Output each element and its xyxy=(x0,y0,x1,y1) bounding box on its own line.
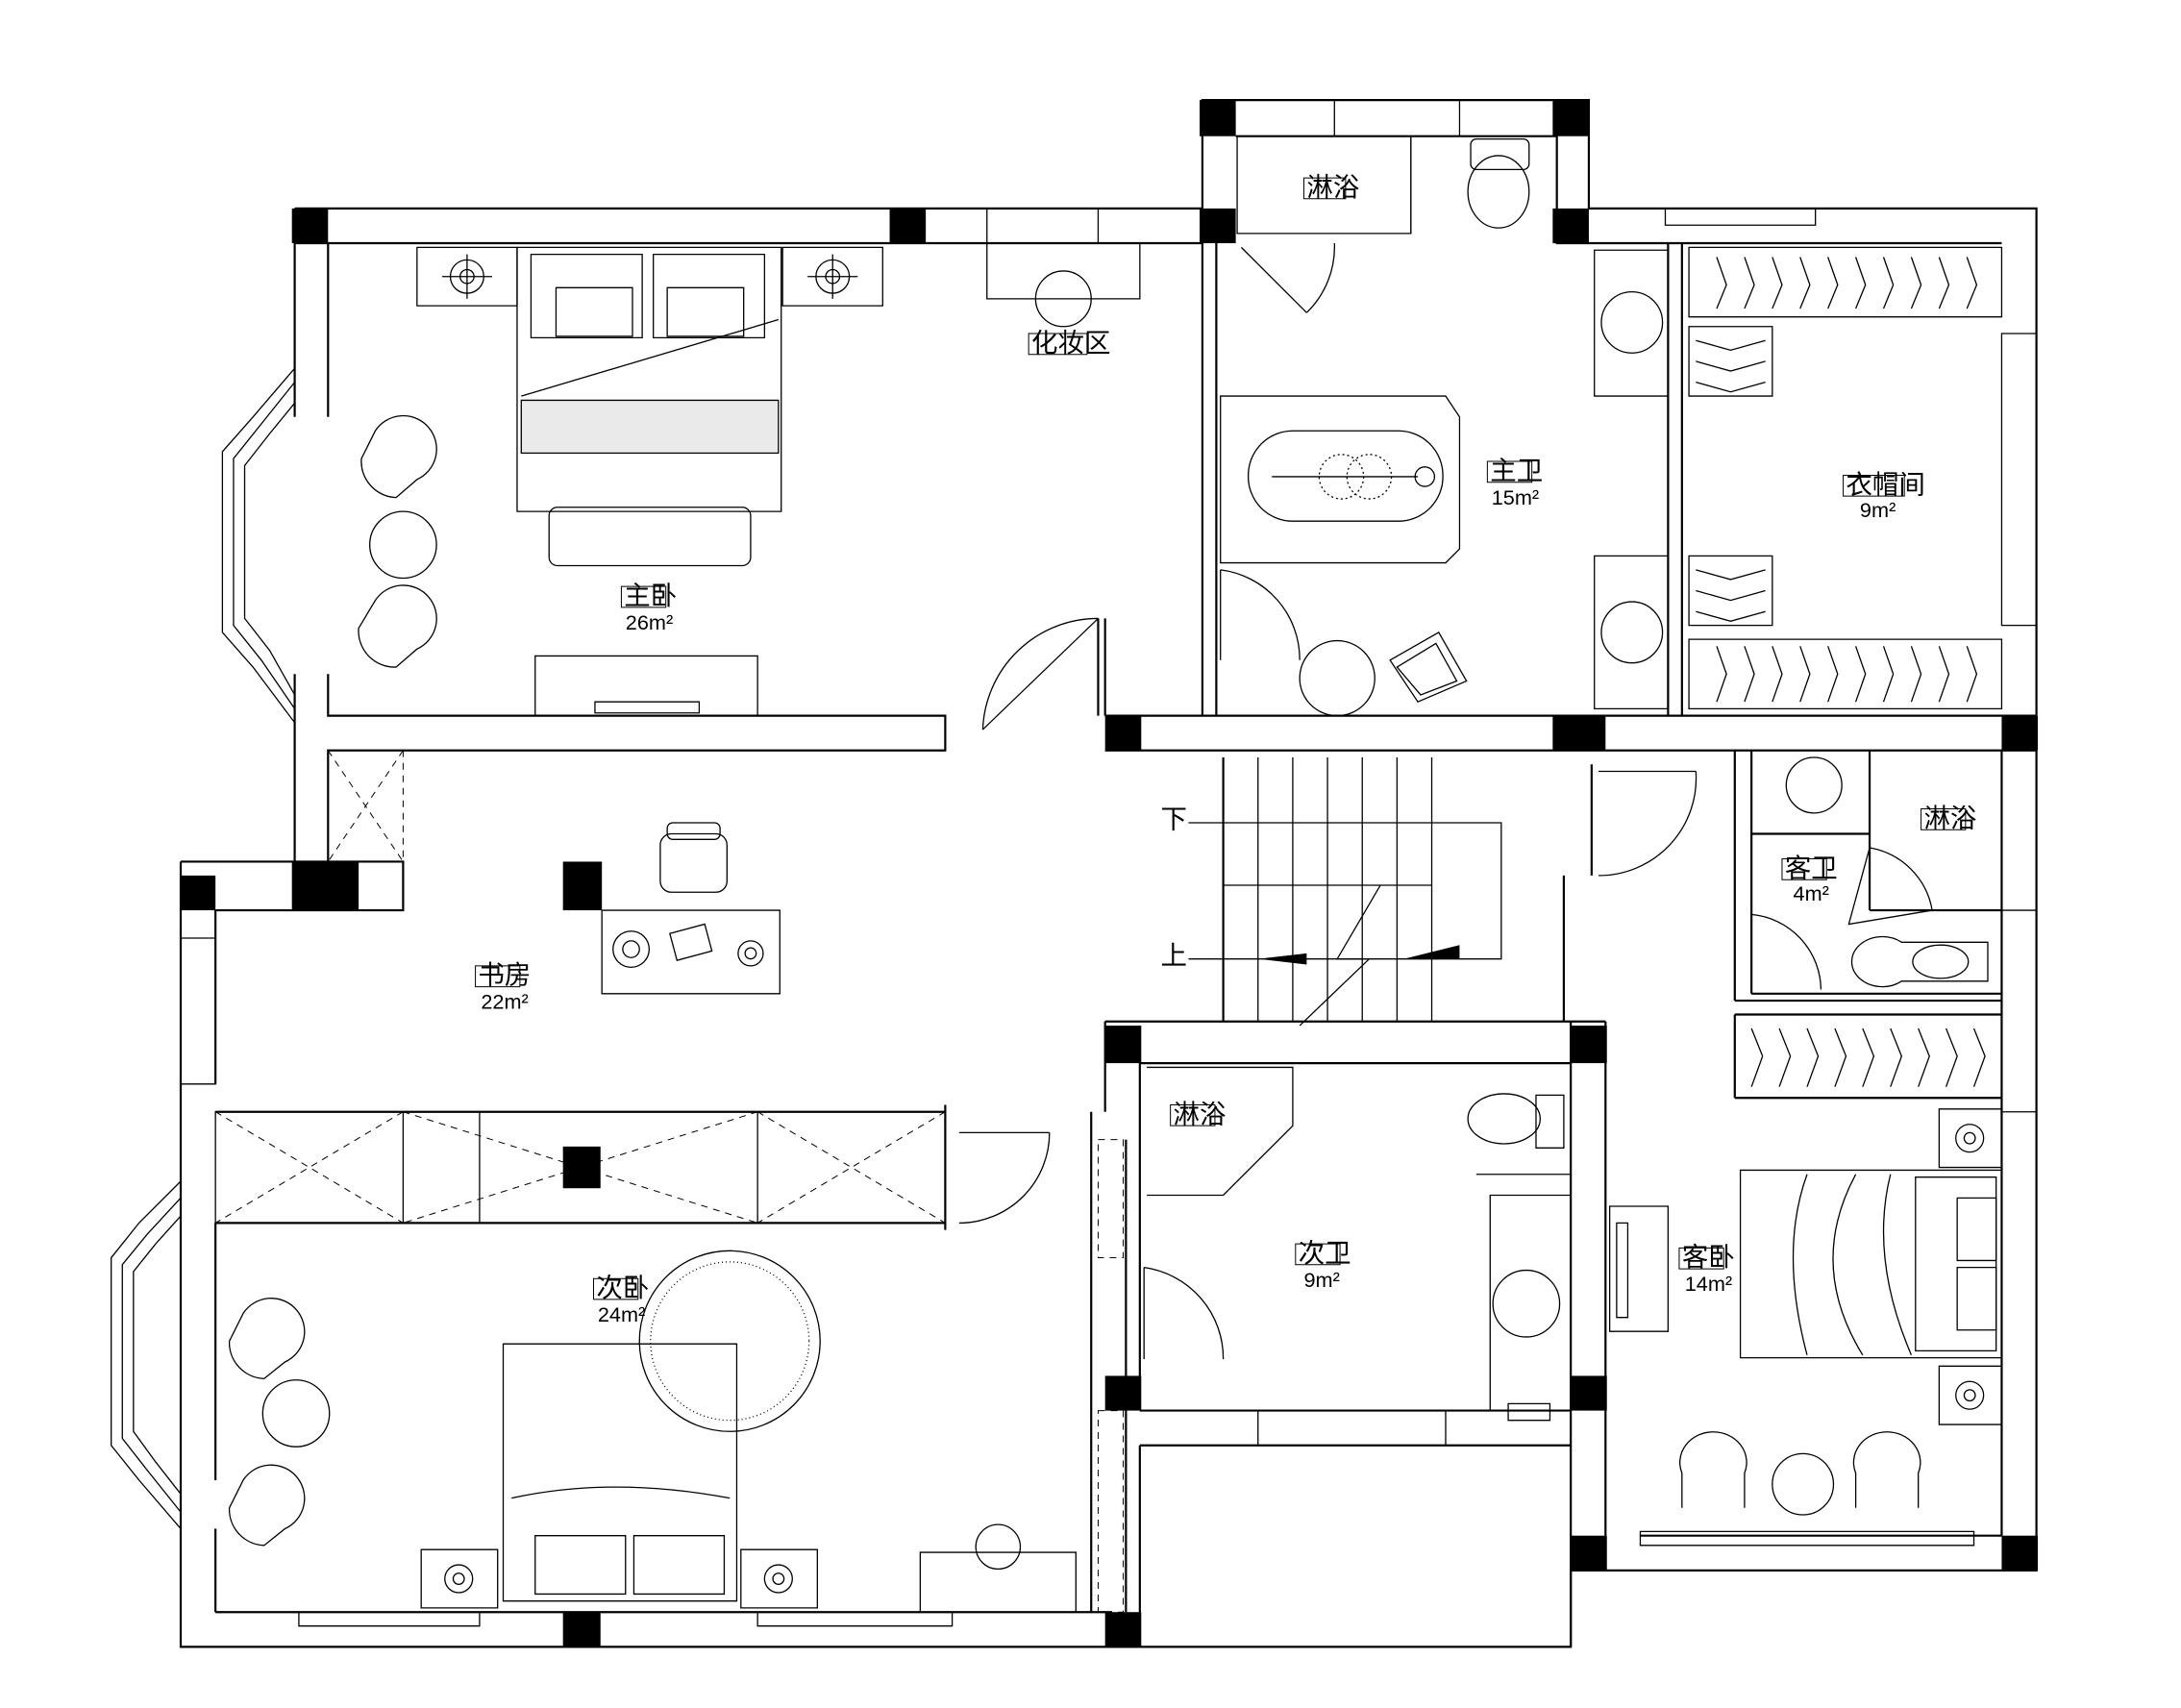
study-furniture xyxy=(215,751,945,1224)
master-bedroom-label: 主卧 xyxy=(624,581,677,610)
master-bath-label: 主卫 xyxy=(1490,456,1543,485)
master-bedroom-area: 26m² xyxy=(626,610,673,634)
shower-top-label: 淋浴 xyxy=(1306,172,1359,202)
second-bath-area: 9m² xyxy=(1303,1268,1339,1292)
closet-label: 衣帽间 xyxy=(1846,469,1924,499)
guest-shower-label: 淋浴 xyxy=(1923,803,1976,832)
master-bedroom-furniture xyxy=(359,243,1140,716)
second-bedroom-area: 24m² xyxy=(598,1302,645,1326)
second-bedroom-label: 次卧 xyxy=(596,1273,649,1302)
closet-area: 9m² xyxy=(1860,498,1896,522)
structural-columns xyxy=(180,100,2039,1647)
hangers-bottom xyxy=(1717,646,1976,702)
master-bath-area: 15m² xyxy=(1492,485,1539,509)
room-labels: 化妆区 淋浴 主卧 26m² 主卫 15m² 衣帽间 9m² 客卫 4m² 淋浴… xyxy=(476,172,1976,1326)
second-shower-label: 淋浴 xyxy=(1174,1099,1227,1128)
stairs-down-label: 下 xyxy=(1161,804,1187,834)
guest-bath-fixtures xyxy=(1751,757,1988,1087)
second-bedroom-furniture xyxy=(230,1250,1077,1612)
guest-bedroom-label: 客卧 xyxy=(1682,1242,1735,1272)
study-area: 22m² xyxy=(481,990,528,1014)
second-bath-fixtures xyxy=(1147,1067,1571,1420)
hangers-top xyxy=(1717,257,1976,308)
walk-in-closet-fixtures xyxy=(1689,247,2001,708)
guest-bath-label: 客卫 xyxy=(1785,853,1838,882)
guest-bedroom-furniture xyxy=(1610,1109,2002,1515)
staircase xyxy=(1188,757,1500,1026)
doors xyxy=(959,243,1932,1612)
guest-bath-area: 4m² xyxy=(1794,881,1829,905)
guest-bedroom-area: 14m² xyxy=(1685,1272,1732,1296)
guest-closet-hangers xyxy=(1751,1028,1985,1087)
study-label: 书房 xyxy=(478,960,531,990)
hangers-side xyxy=(1696,340,1765,621)
study-wardrobe xyxy=(215,1112,945,1224)
stairs-up-label: 上 xyxy=(1161,940,1187,970)
vanity-area-label: 化妆区 xyxy=(1031,328,1110,358)
second-bath-label: 次卫 xyxy=(1299,1238,1351,1268)
master-bath-fixtures xyxy=(1221,136,1669,716)
